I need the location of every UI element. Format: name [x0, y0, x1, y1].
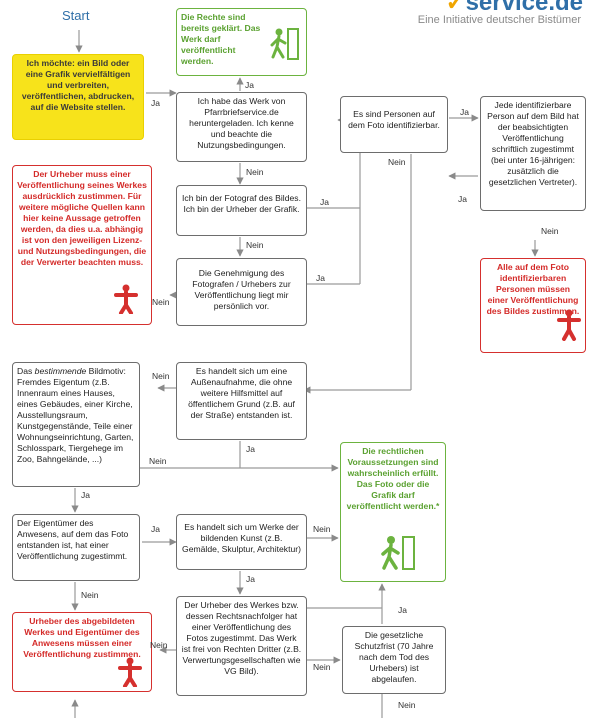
label-nein: Nein	[152, 371, 170, 381]
box-author-must: Der Urheber muss einer Veröffentlichung …	[12, 165, 152, 325]
red-standing-icon	[557, 309, 581, 341]
label-nein: Nein	[149, 456, 167, 466]
author-owner-text: Urheber des abgebildeten Werkes und Eige…	[23, 616, 141, 659]
box-rights-clear: Die Rechte sind bereits geklärt. Das Wer…	[176, 8, 307, 76]
label-nein: Nein	[388, 157, 406, 167]
label-nein: Nein	[152, 297, 170, 307]
label-nein: Nein	[541, 226, 559, 236]
box-author-owner: Urheber des abgebildeten Werkes und Eige…	[12, 612, 152, 692]
box-protection: Die gesetzliche Schutzfrist (70 Jahre na…	[342, 626, 446, 694]
label-ja: Ja	[246, 444, 255, 454]
author-must-text: Der Urheber muss einer Veröffentlichung …	[17, 169, 147, 267]
box-persons: Es sind Personen auf dem Foto identifizi…	[340, 96, 448, 153]
start-label: Start	[62, 8, 90, 23]
box-want: Ich möchte: ein Bild oder eine Grafik ve…	[12, 54, 144, 140]
brand-swoosh-icon: ✓	[445, 0, 466, 16]
box-permission: Die Genehmigung des Fotografen / Urheber…	[176, 258, 307, 326]
box-photographer: Ich bin der Fotograf des Bildes. Ich bin…	[176, 185, 307, 236]
tagline: Eine Initiative deutscher Bistümer	[417, 14, 581, 26]
red-standing-icon	[118, 657, 142, 687]
all-persons-text: Alle auf dem Foto identifizierbaren Pers…	[486, 262, 580, 316]
label-ja: Ja	[245, 80, 254, 90]
label-ja: Ja	[398, 605, 407, 615]
box-legal-ok: Die rechtlichen Voraussetzungen sind wah…	[340, 442, 446, 582]
rights-clear-text: Die Rechte sind bereits geklärt. Das Wer…	[181, 12, 261, 66]
label-ja: Ja	[151, 524, 160, 534]
green-walker-icon	[381, 536, 415, 570]
box-outdoor: Es handelt sich um eine Außenaufnahme, d…	[176, 362, 307, 440]
label-ja: Ja	[320, 197, 329, 207]
label-ja: Ja	[81, 490, 90, 500]
red-standing-icon	[114, 284, 138, 314]
box-owner-agreed: Der Eigentümer des Anwesens, auf dem das…	[12, 514, 140, 581]
label-ja: Ja	[460, 107, 469, 117]
label-ja: Ja	[458, 194, 467, 204]
label-nein: Nein	[313, 524, 331, 534]
box-each-person: Jede identifizierbare Person auf dem Bil…	[480, 96, 586, 211]
brand-logo: ✓service.de	[445, 0, 583, 17]
box-artist-rights: Der Urheber des Werkes bzw. dessen Recht…	[176, 596, 307, 696]
box-motif: Das bestimmende Bildmotiv: Fremdes Eigen…	[12, 362, 140, 487]
label-nein: Nein	[313, 662, 331, 672]
label-nein: Nein	[246, 167, 264, 177]
label-ja: Ja	[316, 273, 325, 283]
label-ja: Ja	[151, 98, 160, 108]
label-ja: Ja	[246, 574, 255, 584]
box-art-work: Es handelt sich um Werke der bildenden K…	[176, 514, 307, 570]
box-all-persons: Alle auf dem Foto identifizierbaren Pers…	[480, 258, 586, 353]
box-downloaded: Ich habe das Werk von Pfarrbriefservice.…	[176, 92, 307, 162]
label-nein: Nein	[246, 240, 264, 250]
label-nein: Nein	[398, 700, 416, 710]
legal-ok-text: Die rechtlichen Voraussetzungen sind wah…	[346, 446, 440, 511]
green-walker-icon	[270, 28, 299, 60]
label-nein: Nein	[81, 590, 99, 600]
label-nein: Nein	[150, 640, 168, 650]
